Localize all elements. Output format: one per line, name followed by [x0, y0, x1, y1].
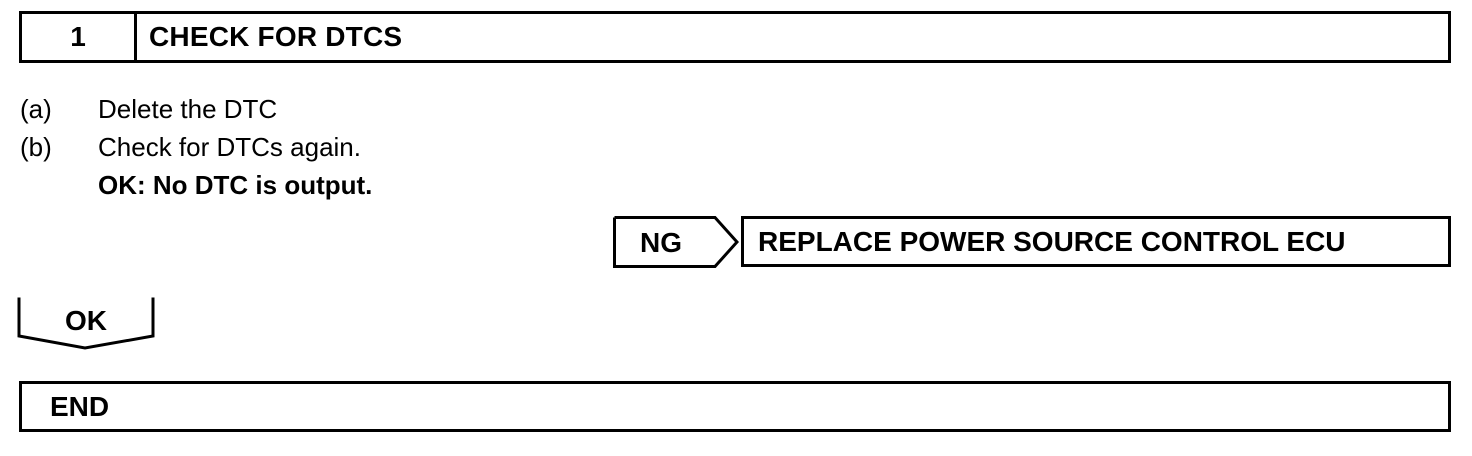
instruction-marker: (a) — [20, 94, 52, 124]
end-label: END — [50, 390, 110, 422]
ng-arrow-shape — [613, 216, 739, 268]
ng-action-box: REPLACE POWER SOURCE CONTROL ECU — [741, 216, 1451, 267]
instruction-text: Delete the DTC — [98, 94, 278, 124]
instruction-text: Check for DTCs again. — [98, 132, 361, 162]
expected-result: OK: No DTC is output. — [98, 170, 373, 200]
step-number: 1 — [22, 14, 137, 60]
ok-arrow-shape — [17, 297, 155, 350]
instruction-marker: (b) — [20, 132, 52, 162]
ng-action-text: REPLACE POWER SOURCE CONTROL ECU — [758, 225, 1346, 257]
end-box: END — [19, 381, 1451, 432]
step-title: CHECK FOR DTCS — [149, 21, 403, 52]
instruction-item: (b) Check for DTCs again. — [20, 128, 372, 166]
step-header: 1 CHECK FOR DTCS — [19, 11, 1451, 63]
ng-label: NG — [640, 227, 682, 258]
instruction-list: (a) Delete the DTC (b) Check for DTCs ag… — [20, 90, 372, 204]
ok-label: OK — [65, 305, 107, 336]
instruction-item: (a) Delete the DTC — [20, 90, 372, 128]
